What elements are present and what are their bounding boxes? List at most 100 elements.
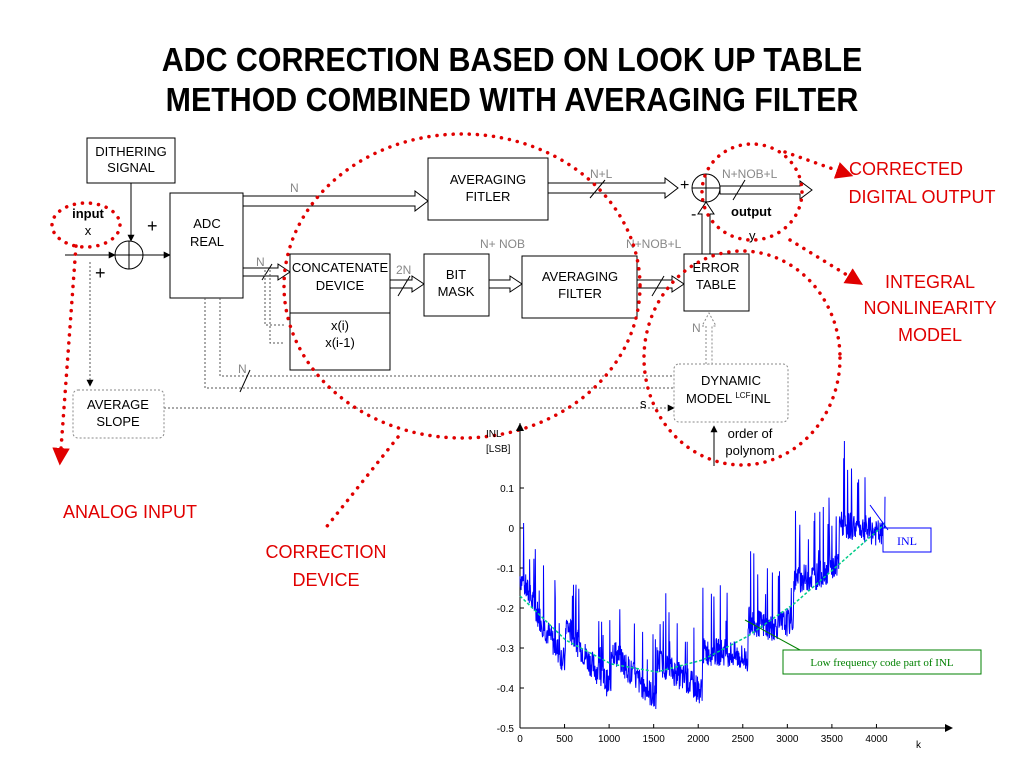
avg-mid-label-2: FILTER (558, 286, 602, 301)
corrected-annotation-2: DIGITAL OUTPUT (848, 187, 995, 207)
bus-n-bottom: N (238, 362, 247, 376)
chart-series (519, 440, 886, 710)
chart-axes (516, 423, 953, 732)
output-minus: - (691, 206, 696, 223)
lowfreq-series-line (519, 523, 886, 673)
inl-legend-box: INL (882, 527, 932, 553)
dyn-model-inl: INL (750, 391, 770, 406)
chart-x-tick-label: 4000 (865, 734, 888, 745)
correction-device-annotation-2: DEVICE (292, 570, 359, 590)
avg-mid-label-1: AVERAGING (542, 269, 618, 284)
chart-y-tick-label: -0.3 (497, 644, 515, 655)
analog-input-annotation: ANALOG INPUT (63, 502, 197, 522)
bus-n-nob-l-mid: N+NOB+L (626, 237, 682, 251)
inl-model-outline (642, 249, 842, 467)
s-label: s (640, 396, 647, 411)
inl-series-line (519, 440, 886, 710)
bus-n-nob-l-top: N+NOB+L (722, 167, 778, 181)
output-outline (700, 142, 804, 242)
dyn-model-label-2: MODEL (686, 391, 735, 406)
lowfreq-legend-box: Low frequency code part of INL (782, 649, 982, 675)
dithering-label-1: DITHERING (95, 144, 167, 159)
chart-x-arrow (945, 724, 953, 732)
concatenate-device-block: CONCATENATE DEVICE x(i) x(i-1) (289, 253, 391, 371)
bus-n-mid: N (256, 255, 265, 269)
inl-legend-pointer (869, 504, 889, 531)
title-line-1: ADC CORRECTION BASED ON LOOK UP TABLE (161, 41, 863, 78)
summer-plus-left: + (95, 263, 106, 283)
output-plus: + (680, 177, 689, 194)
concat-xi: x(i) (331, 318, 349, 333)
avg-slope-label-1: AVERAGE (87, 397, 149, 412)
chart-ylabel-1: INL (486, 429, 502, 440)
input-summer (114, 240, 144, 270)
adc-label-1: ADC (193, 216, 220, 231)
chart-xlabel: k (916, 740, 922, 751)
dithering-label-2: SIGNAL (107, 160, 155, 175)
dyn-model-lcf: LCF (735, 391, 750, 400)
input-label: input (72, 206, 104, 221)
page-title: ADC CORRECTION BASED ON LOOK UP TABLE ME… (41, 40, 983, 120)
concat-label-2: DEVICE (316, 278, 365, 293)
lowfreq-legend-pointer (744, 619, 801, 651)
output-y-label: y (749, 228, 756, 243)
bit-mask-block: BIT MASK (423, 253, 490, 317)
chart-x-tick-label: 3500 (821, 734, 844, 745)
chart-y-tick-label: -0.5 (497, 724, 515, 735)
chart-x-tick-label: 2500 (732, 734, 755, 745)
chart-x-tick-label: 2000 (687, 734, 710, 745)
order-label-1: order of (728, 426, 773, 441)
chart-y-tick-label: 0.1 (500, 484, 514, 495)
inl-annotation-1: INTEGRAL (885, 272, 975, 292)
correction-device-outline (282, 132, 642, 440)
avg-top-label-1: AVERAGING (450, 172, 526, 187)
error-table-block: ERROR TABLE (683, 253, 750, 312)
svg-text:MODEL LCFINL: MODEL LCFINL (686, 391, 771, 406)
output-label: output (731, 204, 772, 219)
chart-y-tick-label: 0 (508, 524, 514, 535)
chart-y-arrow (516, 423, 524, 431)
lowfreq-legend-label: Low frequency code part of INL (810, 657, 954, 669)
adc-real-block: ADC REAL (169, 192, 244, 299)
average-slope-block: AVERAGE SLOPE (72, 389, 165, 439)
averaging-filter-block: AVERAGING FILTER (521, 255, 638, 319)
input-outline (50, 201, 122, 249)
dyn-model-label-1: DYNAMIC (701, 373, 761, 388)
chart-ylabel-2: [LSB] (486, 444, 511, 455)
dynamic-model-block: DYNAMIC MODEL LCFINL (673, 363, 789, 423)
concat-xi-1: x(i-1) (325, 335, 355, 350)
concat-label-1: CONCATENATE (292, 260, 389, 275)
correction-device-annotation-1: CORRECTION (266, 542, 387, 562)
bit-mask-label-2: MASK (438, 284, 475, 299)
chart-x-tick-label: 3000 (776, 734, 799, 745)
inl-annotation-3: MODEL (898, 325, 962, 345)
order-label-2: polynom (725, 443, 774, 458)
bus-n-error: N (692, 321, 701, 335)
inl-legend-label: INL (897, 534, 917, 548)
error-table-label-1: ERROR (693, 260, 740, 275)
error-table-label-2: TABLE (696, 277, 737, 292)
adc-label-2: REAL (190, 234, 224, 249)
chart-y-tick-label: -0.2 (497, 604, 515, 615)
corrected-annotation-1: CORRECTED (849, 159, 963, 179)
chart-x-tick-label: 500 (556, 734, 573, 745)
bus-n-nob: N+ NOB (480, 237, 525, 251)
avg-slope-label-2: SLOPE (96, 414, 140, 429)
bus-2n: 2N (396, 263, 411, 277)
summer-plus-top: + (147, 216, 158, 236)
inl-annotation-2: NONLINEARITY (863, 298, 996, 318)
chart-y-tick-label: -0.4 (497, 684, 515, 695)
averaging-fitler-block: AVERAGING FITLER (427, 157, 549, 221)
bus-n-l: N+L (590, 167, 613, 181)
avg-top-label-2: FITLER (466, 189, 511, 204)
chart-x-tick-label: 1500 (643, 734, 666, 745)
chart-y-tick-label: -0.1 (497, 564, 515, 575)
title-line-2: METHOD COMBINED WITH AVERAGING FILTER (165, 81, 859, 118)
bus-n-top: N (290, 181, 299, 195)
chart-x-tick-label: 0 (517, 734, 523, 745)
bit-mask-label-1: BIT (446, 267, 466, 282)
input-x-label: x (85, 223, 92, 238)
